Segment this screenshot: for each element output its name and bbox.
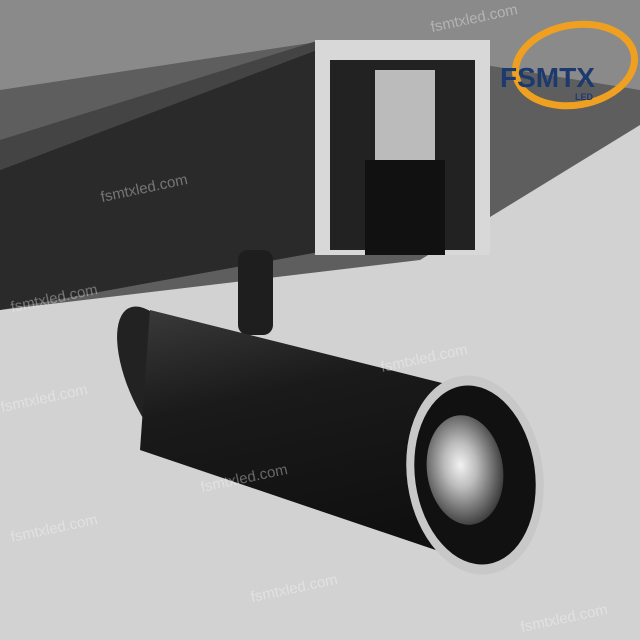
logo-sub: LED — [575, 92, 593, 102]
cylinder-body — [140, 310, 480, 565]
adapter — [365, 160, 445, 255]
ceiling-light — [0, 0, 640, 90]
stem — [238, 250, 273, 335]
logo-swoosh — [512, 20, 638, 110]
logo-brand: FSMTX — [500, 62, 595, 93]
led-lens — [426, 415, 504, 525]
track-top — [0, 40, 330, 170]
track-side — [0, 45, 330, 310]
brand-logo — [512, 20, 638, 110]
